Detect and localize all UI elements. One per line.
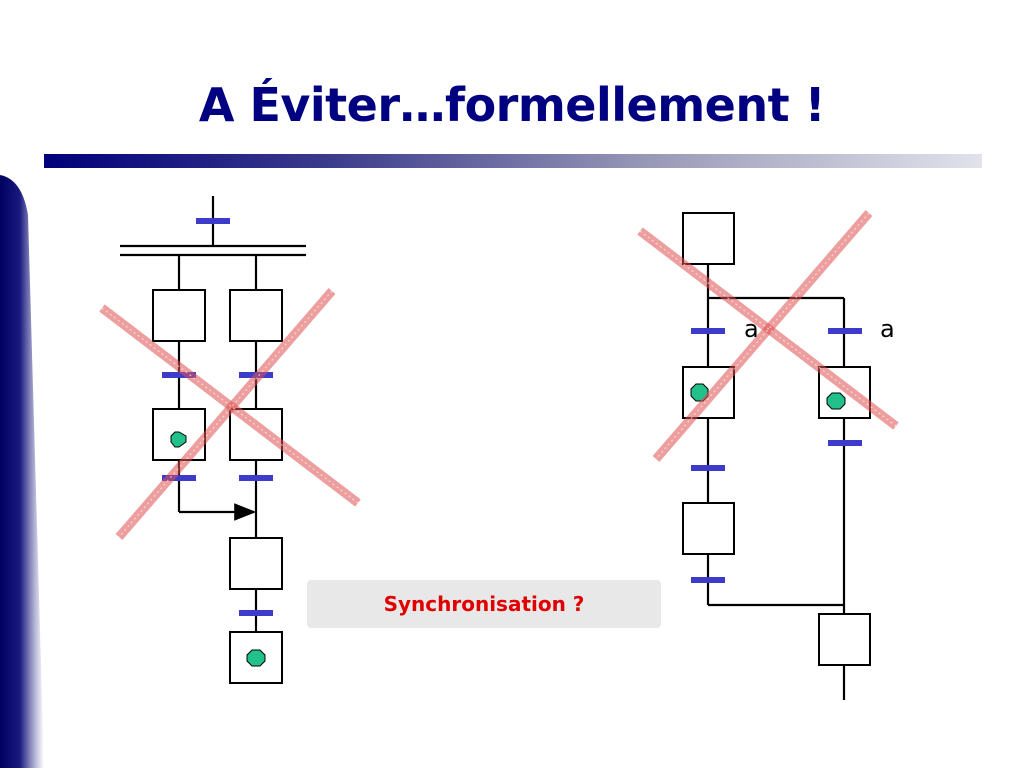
step-box [818,613,871,666]
step-box-active [229,631,283,684]
title-underline [44,154,982,168]
right-grafcet: a a [637,210,899,700]
step-box [152,289,206,342]
cross-out-mark [637,210,899,462]
active-token [170,431,187,448]
cross-out-mark [99,288,361,540]
step-box [229,537,283,590]
synchronisation-note: Synchronisation ? [307,580,661,628]
step-box [229,289,283,342]
step-box [682,212,735,265]
active-token [246,649,266,667]
left-grafcet [99,196,361,684]
step-box [682,502,735,555]
slide-title: A Éviter…formellement ! [198,78,826,132]
transition-condition: a [880,315,895,343]
active-token [826,392,846,410]
